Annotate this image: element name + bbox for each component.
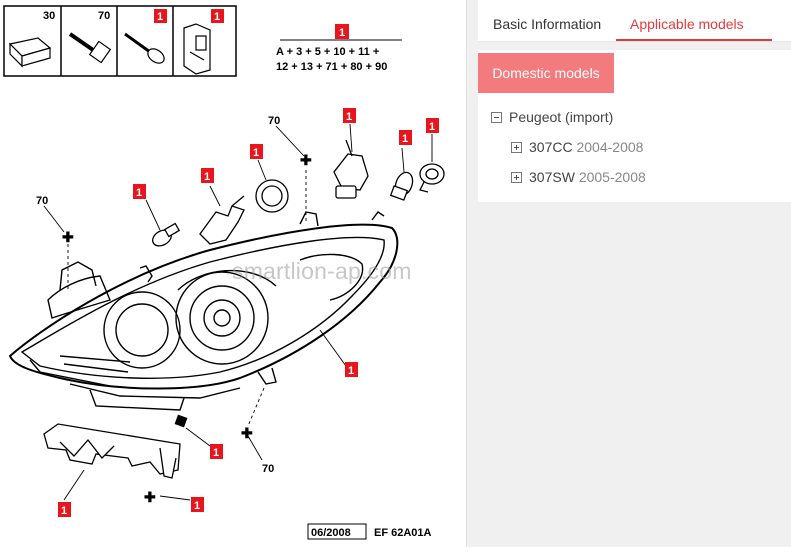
callout-bulb-small: 1 — [136, 187, 142, 199]
leader-lines — [43, 123, 433, 501]
model-info-panel: Basic Information Applicable models Dome… — [466, 0, 791, 547]
callout-screw-left: 70 — [36, 195, 48, 207]
svg-text:✚: ✚ — [62, 229, 74, 245]
bulb-small-part — [152, 222, 181, 247]
model-name: 307SW — [529, 169, 575, 185]
tab-bar: Basic Information Applicable models — [478, 0, 791, 42]
applicable-models-content: Domestic models Peugeot (import) 307CC 2… — [478, 50, 791, 202]
parts-box-label-30: 30 — [43, 10, 55, 22]
svg-text:✚: ✚ — [144, 489, 156, 505]
parts-box-badge-bg — [154, 9, 167, 23]
bulb-socket-part — [419, 163, 445, 193]
parts-box — [3, 5, 237, 77]
callout-clip: 1 — [194, 500, 200, 512]
svg-text:✚: ✚ — [300, 152, 312, 168]
model-years: 2005-2008 — [578, 169, 646, 185]
model-name: 307CC — [529, 139, 573, 155]
expand-icon[interactable] — [511, 172, 522, 183]
headlamp-diagram-svg: 30 70 1 1 1 A + 3 + 5 + 10 + 11 + 1 — [3, 5, 445, 540]
parts-box-label-70: 70 — [98, 10, 110, 22]
tab-basic-information[interactable]: Basic Information — [493, 16, 602, 32]
callout-bracket: 1 — [61, 505, 67, 517]
svg-text:✚: ✚ — [241, 425, 253, 441]
cap-ring-part — [255, 179, 289, 213]
bolt-icon — [68, 32, 112, 64]
tree-root-label: Peugeot (import) — [509, 109, 614, 125]
collapse-icon[interactable] — [491, 112, 502, 123]
footer-date-box — [307, 523, 367, 540]
callout-bulb-h7: 1 — [346, 111, 352, 123]
active-tab-indicator — [616, 39, 772, 41]
watermark: smartlion-ap.com — [232, 258, 412, 284]
expand-icon[interactable] — [511, 142, 522, 153]
bulb-h1-part — [199, 195, 245, 245]
callout-screw-top: 70 — [268, 115, 280, 127]
exploded-parts-diagram: 30 70 1 1 1 A + 3 + 5 + 10 + 11 + 1 — [3, 5, 445, 540]
bulb-w5w-part — [389, 171, 414, 201]
clip-nut-icon — [183, 23, 211, 75]
callout-bulb-h1: 1 — [204, 171, 210, 183]
callout-bulb-socket: 1 — [429, 121, 435, 133]
callout-bulb-w5w: 1 — [402, 133, 408, 145]
parts-box-badge-bg-2 — [211, 9, 224, 23]
foam-pad-icon — [8, 37, 52, 68]
parts-box-label-1b: 1 — [214, 11, 220, 23]
formula-badge-bg — [335, 24, 349, 39]
footer-date: 06/2008 — [311, 527, 351, 539]
screw-icon — [124, 32, 165, 64]
callout-nut: 1 — [213, 447, 219, 459]
callout-main-lamp: 1 — [348, 365, 354, 377]
formula-line-1: A + 3 + 5 + 10 + 11 + — [276, 46, 379, 58]
callout-screw-bottom: 70 — [262, 463, 274, 475]
model-years: 2004-2008 — [576, 139, 644, 155]
domestic-models-button[interactable]: Domestic models — [478, 53, 614, 93]
headlamp-housing — [8, 211, 399, 411]
callout-badges — [58, 108, 439, 517]
formula-badge: 1 — [339, 27, 345, 39]
bulb-h7-part — [333, 139, 369, 199]
parts-box-label-1a: 1 — [157, 11, 163, 23]
formula-line-2: 12 + 13 + 71 + 80 + 90 — [276, 61, 387, 73]
mounting-bracket — [43, 423, 181, 479]
callout-cap: 1 — [253, 147, 259, 159]
tab-applicable-models[interactable]: Applicable models — [630, 16, 744, 32]
screw-markers: ✚ ✚ ✚ ✚ — [62, 152, 312, 505]
footer-ref: EF 62A01A — [374, 527, 432, 539]
